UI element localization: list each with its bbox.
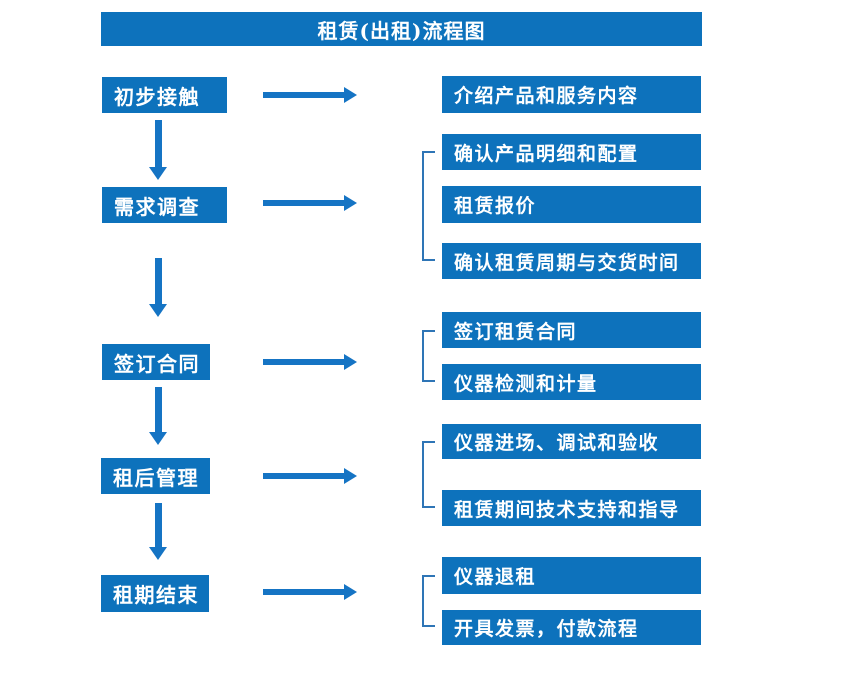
down-arrow-shaft bbox=[155, 503, 162, 547]
right-arrow-shaft bbox=[263, 92, 344, 98]
down-arrow-shaft bbox=[155, 120, 162, 167]
detail-box-tech-support: 租赁期间技术支持和指导 bbox=[442, 490, 701, 526]
down-arrow-head bbox=[149, 432, 167, 445]
detail-box-instrument-return: 仪器退租 bbox=[442, 557, 701, 594]
flowchart-title: 租赁(出租)流程图 bbox=[317, 18, 486, 43]
right-arrow-head bbox=[344, 87, 357, 103]
detail-box-instrument-setup-acceptance: 仪器进场、调试和验收 bbox=[442, 424, 701, 459]
right-arrow-shaft bbox=[263, 200, 344, 206]
right-arrow-step3 bbox=[263, 354, 357, 370]
down-arrow-step4-step5 bbox=[149, 503, 168, 560]
down-arrow-shaft bbox=[155, 387, 162, 432]
right-arrow-head bbox=[344, 584, 357, 600]
detail-box-invoice-payment: 开具发票，付款流程 bbox=[442, 610, 701, 645]
detail-box-sign-rental-contract: 签订租赁合同 bbox=[442, 312, 701, 348]
down-arrow-step1-step2 bbox=[149, 120, 168, 180]
right-arrow-shaft bbox=[263, 359, 344, 365]
step-box-rental-end: 租期结束 bbox=[101, 575, 209, 612]
bracket-group-post-rental bbox=[422, 441, 435, 508]
right-arrow-head bbox=[344, 354, 357, 370]
down-arrow-step3-step4 bbox=[149, 387, 168, 445]
right-arrow-shaft bbox=[263, 473, 344, 479]
step-box-sign-contract: 签订合同 bbox=[102, 344, 210, 380]
right-arrow-head bbox=[344, 195, 357, 211]
down-arrow-head bbox=[149, 547, 167, 560]
step-box-demand-survey: 需求调查 bbox=[102, 187, 227, 223]
bracket-group-rental-end bbox=[422, 575, 435, 627]
right-arrow-step5 bbox=[263, 584, 357, 600]
detail-box-instrument-testing: 仪器检测和计量 bbox=[442, 364, 701, 400]
flowchart-title-bar: 租赁(出租)流程图 bbox=[101, 12, 702, 46]
right-arrow-head bbox=[344, 468, 357, 484]
detail-box-confirm-period-delivery: 确认租赁周期与交货时间 bbox=[442, 243, 701, 279]
right-arrow-step1 bbox=[263, 87, 357, 103]
bracket-group-demand-survey bbox=[422, 151, 435, 261]
right-arrow-shaft bbox=[263, 589, 344, 595]
detail-box-rental-quote: 租赁报价 bbox=[442, 186, 701, 223]
right-arrow-step2 bbox=[263, 195, 357, 211]
bracket-group-sign-contract bbox=[422, 330, 435, 382]
right-arrow-step4 bbox=[263, 468, 357, 484]
step-box-initial-contact: 初步接触 bbox=[102, 77, 227, 113]
down-arrow-shaft bbox=[155, 258, 162, 304]
down-arrow-head bbox=[149, 167, 167, 180]
step-box-post-rental-management: 租后管理 bbox=[101, 458, 210, 494]
down-arrow-head bbox=[149, 304, 167, 317]
detail-box-confirm-product-config: 确认产品明细和配置 bbox=[442, 134, 701, 170]
down-arrow-step2-step3 bbox=[149, 258, 168, 317]
detail-box-introduce-products: 介绍产品和服务内容 bbox=[442, 76, 701, 113]
